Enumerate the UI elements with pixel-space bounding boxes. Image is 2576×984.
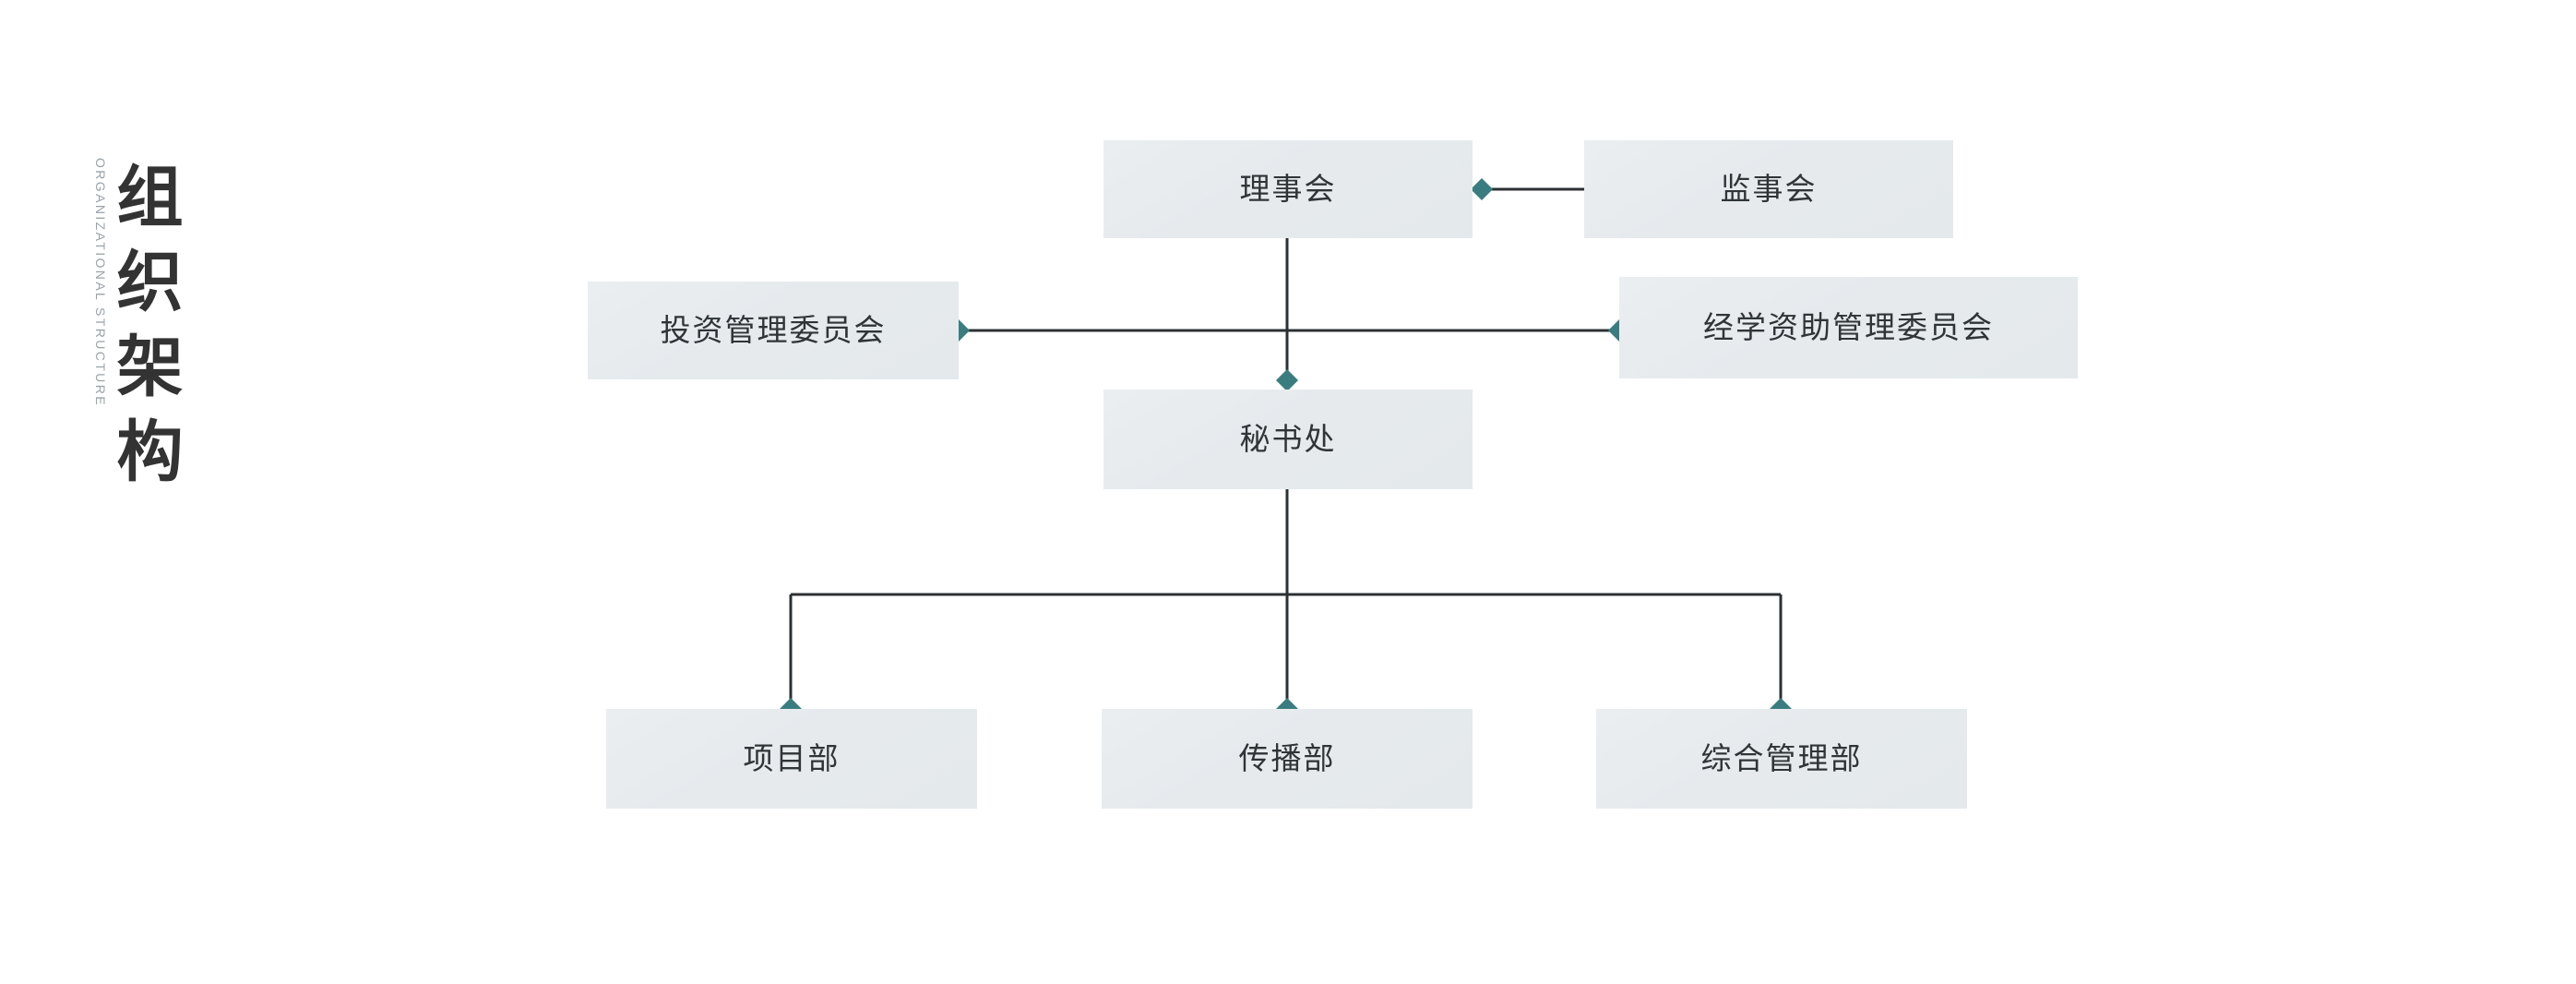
node-secretariat[interactable]: 秘书处 <box>1103 390 1473 489</box>
node-general-admin-department-label: 综合管理部 <box>1700 741 1863 776</box>
node-communication-department[interactable]: 传播部 <box>1102 709 1473 809</box>
node-communication-department-label: 传播部 <box>1238 741 1336 776</box>
node-project-department[interactable]: 项目部 <box>606 709 977 809</box>
node-investment-committee[interactable]: 投资管理委员会 <box>588 282 959 379</box>
node-scholarship-committee-label: 经学资助管理委员会 <box>1703 310 1994 345</box>
diamond-marker-board-right <box>1471 178 1493 200</box>
node-project-department-label: 项目部 <box>743 741 841 776</box>
node-general-admin-department[interactable]: 综合管理部 <box>1596 709 1967 809</box>
node-investment-committee-label: 投资管理委员会 <box>660 313 887 348</box>
node-supervisors[interactable]: 监事会 <box>1584 140 1953 238</box>
node-supervisors-label: 监事会 <box>1720 172 1818 207</box>
page-title-block: 组织架构 ORGANIZATIONAL STRUCTURE <box>51 158 180 558</box>
page-title-chinese: 组织架构 <box>106 162 180 501</box>
node-secretariat-label: 秘书处 <box>1239 422 1337 457</box>
diamond-marker-secretariat-top <box>1276 369 1298 391</box>
node-scholarship-committee[interactable]: 经学资助管理委员会 <box>1619 277 2078 378</box>
node-board[interactable]: 理事会 <box>1103 140 1473 238</box>
node-board-label: 理事会 <box>1239 172 1337 207</box>
